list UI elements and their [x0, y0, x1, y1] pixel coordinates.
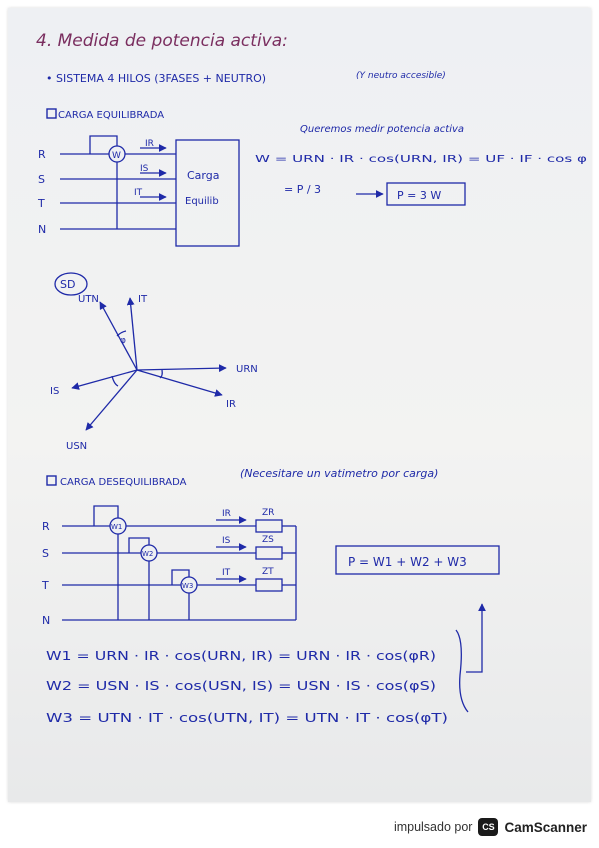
checkbox-icon — [46, 475, 57, 486]
wattmeter-label: W — [112, 151, 121, 161]
phasor-diagram — [71, 297, 227, 431]
unbalanced-heading: CARGA DESEQUILIBRADA — [60, 477, 187, 488]
page-heading: 4. Medida de potencia activa: — [36, 31, 288, 51]
current-label-t: IT — [134, 188, 143, 198]
phasor-label-circle — [54, 272, 88, 296]
current-label-t: IT — [222, 568, 231, 578]
phasor-vector-usn: USN — [66, 441, 87, 452]
unbalanced-result: P = W1 + W2 + W3 — [348, 555, 467, 569]
line-label-r: R — [42, 520, 50, 533]
line-label-s: S — [42, 547, 49, 560]
phasor-angle-label: φ — [120, 336, 126, 346]
balanced-note: Queremos medir potencia activa — [300, 124, 464, 135]
line-label-s: S — [38, 173, 45, 186]
wattmeter-label-1: W1 — [111, 523, 122, 531]
equation-w3: W3 = UTN · IT · cos(UTN, IT) = UTN · IT … — [46, 711, 448, 725]
footer-watermark: impulsado por CS CamScanner — [394, 814, 587, 840]
checkbox-icon — [46, 108, 57, 119]
line-label-t: T — [37, 197, 45, 210]
balanced-formula-2: = P / 3 — [284, 183, 321, 196]
balanced-circuit — [60, 135, 240, 247]
balanced-formula: W = URN · IR · cos(URN, IR) = UF · IF · … — [255, 154, 588, 165]
scanned-page — [8, 8, 591, 802]
unbalanced-circuit — [62, 505, 297, 621]
phasor-vector-it: IT — [138, 294, 148, 305]
impedance-label-t: ZT — [262, 567, 274, 577]
current-label-r: IR — [145, 139, 154, 149]
line-label-r: R — [38, 148, 46, 161]
load-label: Carga — [187, 169, 219, 182]
phasor-vector-utn: UTN — [78, 294, 99, 305]
system-note: (Y neutro accesible) — [356, 71, 446, 81]
impedance-label-s: ZS — [262, 535, 274, 545]
phasor-vector-is: IS — [50, 386, 59, 397]
bracket-arrow — [455, 603, 486, 713]
balanced-result: P = 3 W — [397, 189, 441, 202]
impedance-label-r: ZR — [262, 508, 274, 518]
wattmeter-label-2: W2 — [142, 550, 153, 558]
equation-w1: W1 = URN · IR · cos(URN, IR) = URN · IR … — [46, 649, 436, 663]
unbalanced-note: (Necesitare un vatimetro por carga) — [240, 467, 438, 480]
phasor-label: SD — [60, 278, 75, 291]
phasor-vector-urn: URN — [236, 364, 258, 375]
load-label-2: Equilib — [185, 196, 219, 207]
wattmeter-label-3: W3 — [182, 582, 193, 590]
current-label-s: IS — [222, 536, 231, 546]
line-label-t: T — [41, 579, 49, 592]
balanced-result-box — [386, 182, 466, 206]
line-label-n: N — [42, 614, 50, 627]
line-label-n: N — [38, 223, 46, 236]
balanced-heading: CARGA EQUILIBRADA — [58, 110, 164, 121]
system-label: • SISTEMA 4 HILOS (3FASES + NEUTRO) — [46, 72, 266, 85]
current-label-s: IS — [140, 164, 149, 174]
unbalanced-result-box — [335, 545, 500, 575]
camscanner-logo-icon: CS — [478, 818, 499, 836]
powered-by-text: impulsado por — [393, 820, 473, 834]
brand-name: CamScanner — [504, 819, 587, 835]
phasor-vector-ir: IR — [226, 399, 236, 410]
current-label-r: IR — [222, 509, 231, 519]
equation-w2: W2 = USN · IS · cos(USN, IS) = USN · IS … — [46, 679, 436, 693]
